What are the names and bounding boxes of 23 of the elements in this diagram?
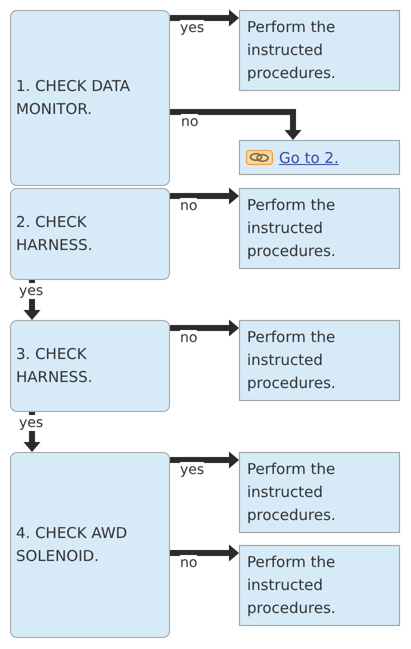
result-box: Perform the instructed procedures. (239, 10, 400, 91)
arrow (24, 280, 40, 320)
edge-label: yes (180, 20, 204, 36)
result-box: Perform the instructed procedures. (239, 188, 400, 269)
go-to-link: Go to 2. (279, 148, 339, 166)
result-box (239, 140, 400, 175)
arrow (170, 10, 239, 26)
result-box: Perform the instructed procedures. (239, 545, 400, 626)
edge-label: yes (19, 283, 44, 299)
arrow (170, 109, 302, 140)
arrow (170, 452, 239, 468)
result-box: Perform the instructed procedures. (239, 320, 400, 401)
step-box: 1. CHECK DATA MONITOR. (10, 10, 170, 186)
step-box: 2. CHECK HARNESS. (10, 188, 170, 280)
step-box: 3. CHECK HARNESS. (10, 320, 170, 412)
arrow (170, 320, 239, 336)
arrow (170, 188, 239, 204)
arrow (170, 544, 239, 562)
edge-label: yes (180, 462, 204, 478)
arrow (24, 412, 40, 452)
result-box: Perform the instructed procedures. (239, 452, 400, 533)
edge-label: yes (19, 415, 44, 431)
step-box: 4. CHECK AWD SOLENOID. (10, 452, 170, 638)
